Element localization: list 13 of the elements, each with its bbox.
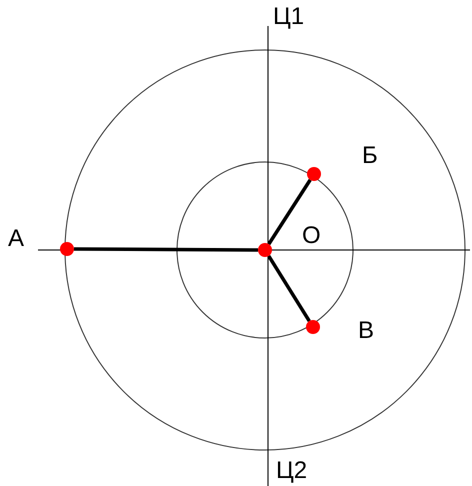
point-label: А [8,225,24,252]
segment-line [267,178,312,246]
point-dot [258,243,272,257]
segment-line [74,247,258,252]
point-dot [306,320,320,334]
segment-line [267,255,311,322]
point-dot [60,242,74,256]
point-label: В [358,317,374,344]
point-label: О [302,222,321,249]
axis-label: Ц2 [276,457,308,484]
axis-label: Ц1 [273,3,304,30]
point-dot [307,167,321,181]
point-label: Б [362,142,378,169]
